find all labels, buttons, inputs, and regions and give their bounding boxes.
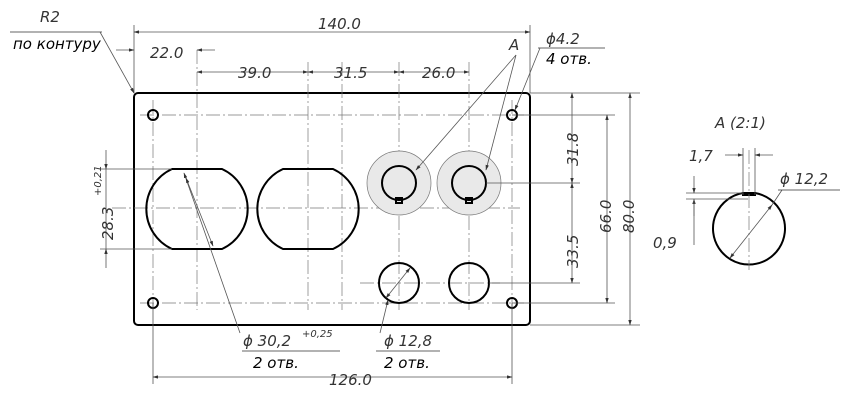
large-hole-tol: +0,25 <box>302 329 333 340</box>
dim-hole-pitch-width: 126.0 <box>329 371 372 389</box>
detail-dia: ϕ 12,2 <box>780 170 828 188</box>
dim-spacing-2: 31.5 <box>334 64 367 82</box>
plate-outline <box>133 92 531 326</box>
bottom-notes: ϕ 30,2 +0,25 2 отв. ϕ 12,8 2 отв. 126.0 <box>152 172 513 389</box>
dim-spacing-3: 26.0 <box>422 64 455 82</box>
large-holes <box>145 168 360 250</box>
top-dimensions: 140.0 22.0 39.0 31.5 26.0 <box>116 15 531 93</box>
dim-total-width: 140.0 <box>318 15 361 33</box>
keyed-holes <box>366 150 502 216</box>
dim-oval-height-tol: +0,21 <box>93 165 104 196</box>
callout-a: A ϕ4.2 4 отв. <box>415 30 605 171</box>
note-radius: R2 <box>40 8 60 26</box>
dim-upper-vertical: 31.8 <box>564 133 582 166</box>
small-hole-count: 4 отв. <box>546 50 592 68</box>
corner-hole <box>147 109 159 121</box>
large-hole-count: 2 отв. <box>253 354 299 372</box>
medium-hole <box>378 262 420 304</box>
note-contour: по контуру <box>13 35 102 53</box>
dim-oval-height: 28.3 <box>99 207 117 240</box>
dim-offset-1: 22.0 <box>150 44 183 62</box>
dim-spacing-1: 39.0 <box>238 64 271 82</box>
radius-note: R2 по контуру <box>10 8 135 94</box>
detail-key-depth: 0,9 <box>653 234 677 252</box>
left-dimensions: 28.3 +0,21 <box>93 150 172 268</box>
dim-total-height: 80.0 <box>620 200 638 233</box>
view-mark: A <box>508 36 519 54</box>
detail-title: A (2:1) <box>714 114 766 132</box>
mid-hole-count: 2 отв. <box>384 354 430 372</box>
right-dimensions: 31.8 33.5 66.0 80.0 <box>486 92 640 326</box>
mid-hole-dia: ϕ 12,8 <box>384 332 432 350</box>
dim-hole-pitch-height: 66.0 <box>597 200 615 233</box>
large-hole-left <box>145 168 249 250</box>
detail-key-width: 1,7 <box>689 147 713 165</box>
detail-view-a: A (2:1) 1,7 0,9 ϕ 12,2 <box>653 114 840 270</box>
dim-lower-vertical: 33.5 <box>564 235 582 268</box>
large-hole-right <box>256 168 360 250</box>
large-hole-dia: ϕ 30,2 <box>243 332 291 350</box>
small-hole-dia: ϕ4.2 <box>546 30 580 48</box>
